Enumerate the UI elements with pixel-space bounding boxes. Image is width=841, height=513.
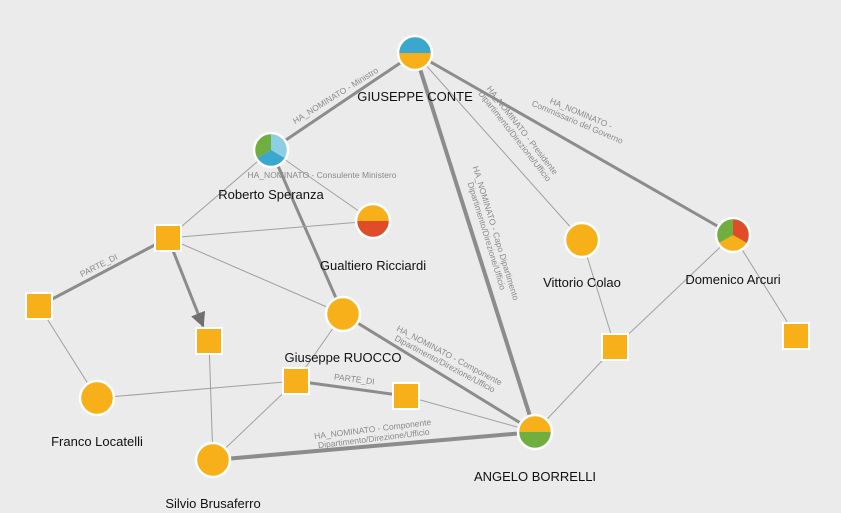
edge-speranza-ruocco[interactable] — [269, 149, 345, 315]
node-ring — [714, 216, 752, 254]
circle-node-shape — [565, 223, 599, 257]
edge-sq4-sq5[interactable] — [295, 379, 407, 398]
nodes-layer — [25, 34, 810, 479]
node-ring — [252, 131, 290, 169]
pie-segment-orange — [356, 204, 390, 221]
node-label-conte: GIUSEPPE CONTE — [357, 89, 473, 104]
pie-segment-orange — [398, 53, 432, 70]
node-label-locatelli: Franco Locatelli — [51, 434, 143, 449]
edge-colao-sq6[interactable] — [581, 239, 616, 348]
node-sq2[interactable] — [25, 292, 53, 320]
pie-segment-orange — [518, 415, 552, 432]
square-node-shape — [782, 322, 810, 350]
edge-sq6-borrelli[interactable] — [534, 346, 616, 433]
node-label-ruocco: Giuseppe RUOCCO — [284, 350, 401, 365]
square-node-shape — [154, 224, 182, 252]
edge-speranza-sq1[interactable] — [167, 149, 272, 239]
edge-sq5-borrelli[interactable] — [405, 395, 536, 433]
node-brusaferro[interactable] — [194, 441, 232, 479]
node-ring — [354, 202, 392, 240]
node-label-speranza: Roberto Speranza — [218, 187, 324, 202]
pie-segment-blue — [256, 150, 286, 168]
edge-sq1-ricciardi[interactable] — [167, 220, 374, 239]
node-label-colao: Vittorio Colao — [543, 275, 621, 290]
node-colao[interactable] — [563, 221, 601, 259]
edge-speranza-ricciardi[interactable] — [270, 149, 374, 222]
node-ring — [563, 221, 601, 259]
node-sq4[interactable] — [282, 367, 310, 395]
edge-sq1-sq2[interactable] — [38, 236, 169, 308]
node-locatelli[interactable] — [78, 379, 116, 417]
square-node-shape — [25, 292, 53, 320]
edge-brusaferro-borrelli[interactable] — [212, 430, 536, 462]
circle-node-shape — [196, 443, 230, 477]
node-ring — [516, 413, 554, 451]
square-node-shape — [282, 367, 310, 395]
edge-conte-speranza[interactable] — [270, 51, 416, 152]
node-label-brusaferro: Silvio Brusaferro — [165, 496, 260, 511]
edges-layer — [38, 51, 797, 462]
circle-node-shape — [80, 381, 114, 415]
edge-conte-colao[interactable] — [414, 52, 583, 241]
node-ricciardi[interactable] — [354, 202, 392, 240]
edge-label-speranza-ricciardi: HA_NOMINATO - Consulente Ministero — [248, 170, 397, 180]
node-ring — [396, 34, 434, 72]
node-label-arcuri: Domenico Arcuri — [685, 272, 780, 287]
square-node-shape — [195, 327, 223, 355]
pie-segment-red — [356, 221, 390, 238]
edge-label-sq4-sq5: PARTE_DI — [334, 372, 376, 387]
edge-conte-borrelli[interactable] — [413, 52, 537, 433]
pie-segment-blue — [398, 36, 432, 53]
node-ring — [194, 441, 232, 479]
edge-sq1-sq3[interactable] — [166, 237, 206, 328]
edge-ruocco-borrelli[interactable] — [342, 312, 536, 434]
node-ring — [324, 295, 362, 333]
edge-sq3-brusaferro[interactable] — [208, 340, 214, 461]
node-speranza[interactable] — [252, 131, 290, 169]
edge-sq1-ruocco[interactable] — [167, 237, 344, 315]
node-ring — [78, 379, 116, 417]
node-conte[interactable] — [396, 34, 434, 72]
node-arcuri[interactable] — [714, 216, 752, 254]
node-sq3[interactable] — [195, 327, 223, 355]
pie-segment-green — [518, 432, 552, 449]
node-sq5[interactable] — [392, 382, 420, 410]
circle-node-shape — [326, 297, 360, 331]
node-sq7[interactable] — [782, 322, 810, 350]
square-node-shape — [392, 382, 420, 410]
edge-sq4-locatelli[interactable] — [96, 380, 297, 399]
node-label-borrelli: ANGELO BORRELLI — [474, 469, 596, 484]
edge-sq6-arcuri[interactable] — [614, 234, 734, 348]
node-ruocco[interactable] — [324, 295, 362, 333]
node-sq6[interactable] — [601, 333, 629, 361]
node-borrelli[interactable] — [516, 413, 554, 451]
square-node-shape — [601, 333, 629, 361]
edge-arcuri-sq7[interactable] — [732, 234, 797, 337]
node-label-ricciardi: Gualtiero Ricciardi — [320, 258, 426, 273]
edge-conte-arcuri[interactable] — [414, 51, 734, 237]
node-sq1[interactable] — [154, 224, 182, 252]
node-labels-layer: GIUSEPPE CONTE Roberto SperanzaGualtiero … — [51, 89, 781, 511]
